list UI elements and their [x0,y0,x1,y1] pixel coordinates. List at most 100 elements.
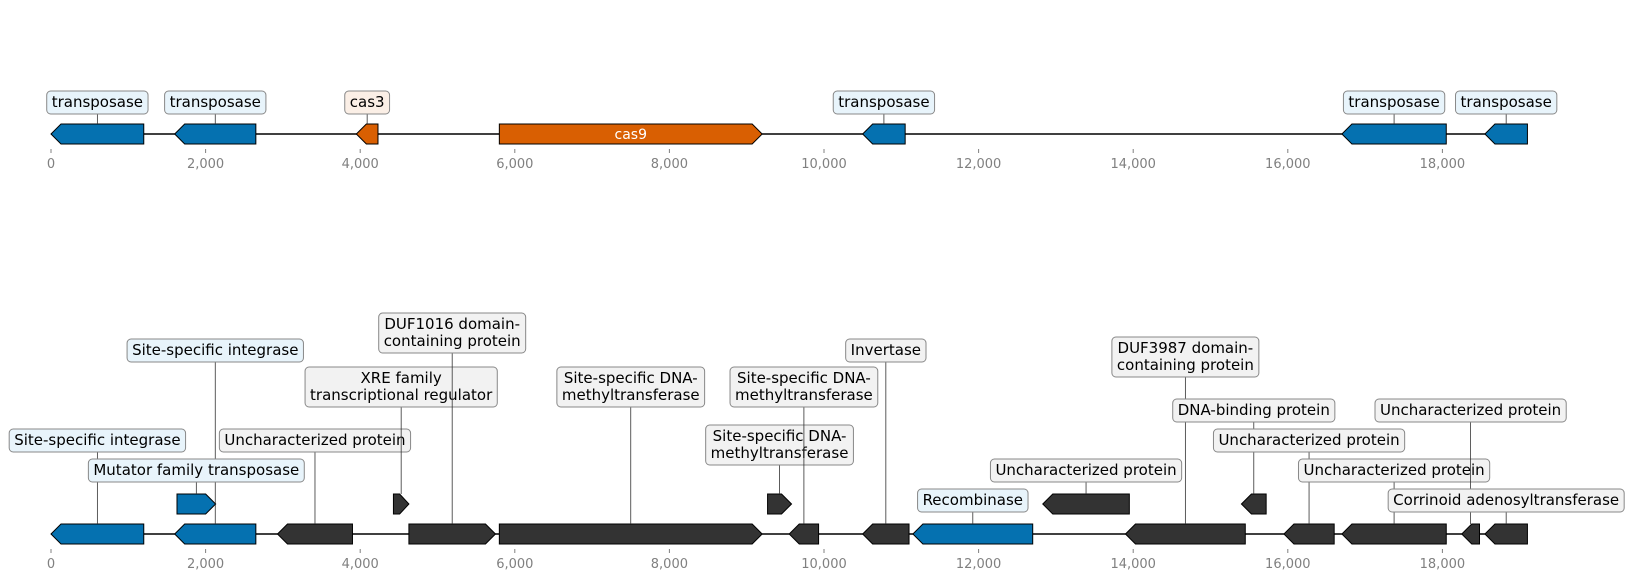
gene-label-box [1172,398,1336,423]
gene-label-box [1212,428,1406,453]
gene-label: Site-specific integrase [132,341,298,359]
gene-feature: Uncharacterized protein [989,458,1183,515]
gene-label-box [8,428,187,453]
gene-label: Uncharacterized protein [995,461,1176,479]
axis-tick-label: 12,000 [956,557,1002,572]
gene-arrow-other [1484,523,1528,545]
gene-feature: Site-specific integrase [126,338,304,545]
gene-label-box [164,90,267,115]
gene-label-box [218,428,412,453]
gene-label: Mutator family transposase [93,461,299,479]
gene-feature: Site-specific DNA-methyltransferase [729,366,879,545]
gene-arrow-transposase [912,523,1034,545]
axis-tick-label: 12,000 [956,157,1002,172]
gene-label: cas3 [350,93,385,111]
axis-tick-label: 18,000 [1420,557,1466,572]
gene-feature: DUF1016 domain-containing protein [378,312,527,545]
gene-feature: Uncharacterized protein [1212,428,1406,545]
gene-label: Uncharacterized protein [224,431,405,449]
gene-arrow-other [276,523,353,545]
gene-label-box [378,312,527,354]
gene-arrow-other [1240,493,1267,515]
gene-arrow-other [1341,523,1447,545]
axis-tick-label: 2,000 [187,557,224,572]
gene-arrow-other [788,523,820,545]
gene-label-box [1111,336,1260,378]
gene-label: transposase [170,93,261,111]
gene-feature: Corrinoid adenosyltransferase [1387,488,1625,545]
axis-tick-label: 0 [47,157,55,172]
gene-feature: cas9 [498,123,763,145]
axis-tick-label: 8,000 [651,557,688,572]
gene-feature: transposase [1455,90,1558,145]
gene-label: Site-specific DNA-methyltransferase [735,369,873,404]
gene-arrow-other [408,523,497,545]
gene-arrow-other [1042,493,1130,515]
gene-feature: Uncharacterized protein [1297,458,1491,545]
gene-label-box [917,488,1029,513]
axis-tick-label: 10,000 [801,557,847,572]
gene-label: Invertase [851,341,921,359]
gene-label: Uncharacterized protein [1303,461,1484,479]
gene-arrow-cas [498,123,763,145]
gene-label-box [46,90,149,115]
gene-label: Recombinase [923,491,1023,509]
axis-tick-label: 16,000 [1265,557,1311,572]
gene-feature: cas3 [344,90,391,145]
gene-label-box [87,458,305,483]
gene-feature: Mutator family transposase [87,458,305,515]
gene-arrow-transposase [50,123,145,145]
gene-label-box [1374,398,1567,423]
axis-tick-label: 8,000 [651,157,688,172]
gene-label-box [1455,90,1558,115]
gene-feature: Site-specific integrase [8,428,187,545]
axis-tick-label: 14,000 [1110,557,1156,572]
gene-label: Site-specific integrase [14,431,180,449]
gene-feature: Invertase [845,338,927,545]
gene-feature: Recombinase [912,488,1034,545]
gene-label: transposase [1348,93,1439,111]
gene-inner-label: cas9 [615,127,647,143]
axis-tick-label: 2,000 [187,157,224,172]
gene-arrow-other [861,523,910,545]
axis-tick-label: 4,000 [342,557,379,572]
gene-feature: DNA-binding protein [1172,398,1336,515]
gene-arrow-transposase [1341,123,1447,145]
gene-label: transposase [838,93,929,111]
axis-tick-label: 18,000 [1420,157,1466,172]
gene-feature: Site-specific DNA-methyltransferase [705,424,854,515]
gene-label: DUF1016 domain-containing protein [384,315,521,350]
gene-label: transposase [1461,93,1552,111]
gene-feature: Uncharacterized protein [218,428,412,545]
gene-label-box [556,366,706,408]
gene-label: Site-specific DNA-methyltransferase [562,369,700,404]
gene-label: Corrinoid adenosyltransferase [1393,491,1619,509]
gene-label-box [1342,90,1446,115]
axis-tick-label: 14,000 [1110,157,1156,172]
gene-arrow-other [498,523,763,545]
gene-label: DNA-binding protein [1178,401,1330,419]
gene-arrow-transposase [1484,123,1528,145]
gene-label-box [126,338,304,363]
gene-label-box [705,424,854,466]
gene-label: DUF3987 domain-containing protein [1117,339,1254,374]
axis-tick-label: 0 [47,557,55,572]
gene-arrow-other [392,493,410,515]
gene-label: Uncharacterized protein [1218,431,1399,449]
gene-label-box [1297,458,1491,483]
axis-tick-label: 16,000 [1265,157,1311,172]
gene-arrow-transposase [173,123,257,145]
gene-label-box [304,366,498,408]
gene-label-box [1387,488,1625,513]
gene-feature: transposase [1341,90,1447,145]
gene-feature: transposase [832,90,936,145]
gene-arrow-cas [355,123,379,145]
gene-feature: DUF3987 domain-containing protein [1111,336,1260,545]
gene-label-box [729,366,879,408]
gene-arrow-transposase [861,123,906,145]
